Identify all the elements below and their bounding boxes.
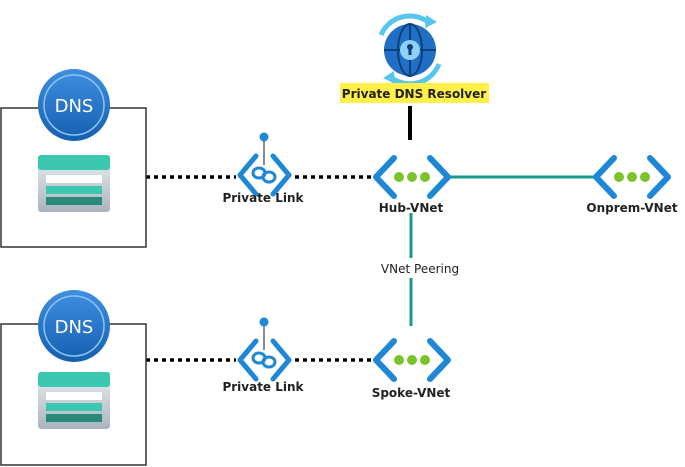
private-dns-resolver-label: Private DNS Resolver [342,87,486,101]
dns-zone-icon: DNS [38,290,110,362]
storage-group-bottom: DNS [0,290,147,466]
private-link-icon-top [237,132,292,197]
storage-account-icon [38,372,110,429]
private-link-label-top: Private Link [222,191,304,205]
storage-group-top: DNS [0,69,147,248]
hub-vnet-icon [376,158,448,196]
spoke-vnet-label: Spoke-VNet [372,386,451,400]
hub-vnet-label: Hub-VNet [379,201,444,215]
peering-label-bg [368,258,472,278]
resolver-label-highlight [340,83,489,103]
dns-label-bottom: DNS [55,317,94,338]
onprem-vnet-label: Onprem-VNet [586,201,677,215]
vnet-peering-label: VNet Peering [381,262,459,276]
dns-label-top: DNS [55,96,94,117]
storage-account-icon [38,155,110,212]
private-dns-resolver-icon [377,13,443,87]
onprem-vnet-icon [596,158,668,196]
private-link-icon-bottom [237,317,292,382]
dns-zone-icon: DNS [38,69,110,141]
spoke-vnet-icon [376,341,448,379]
private-link-label-bottom: Private Link [222,380,304,394]
